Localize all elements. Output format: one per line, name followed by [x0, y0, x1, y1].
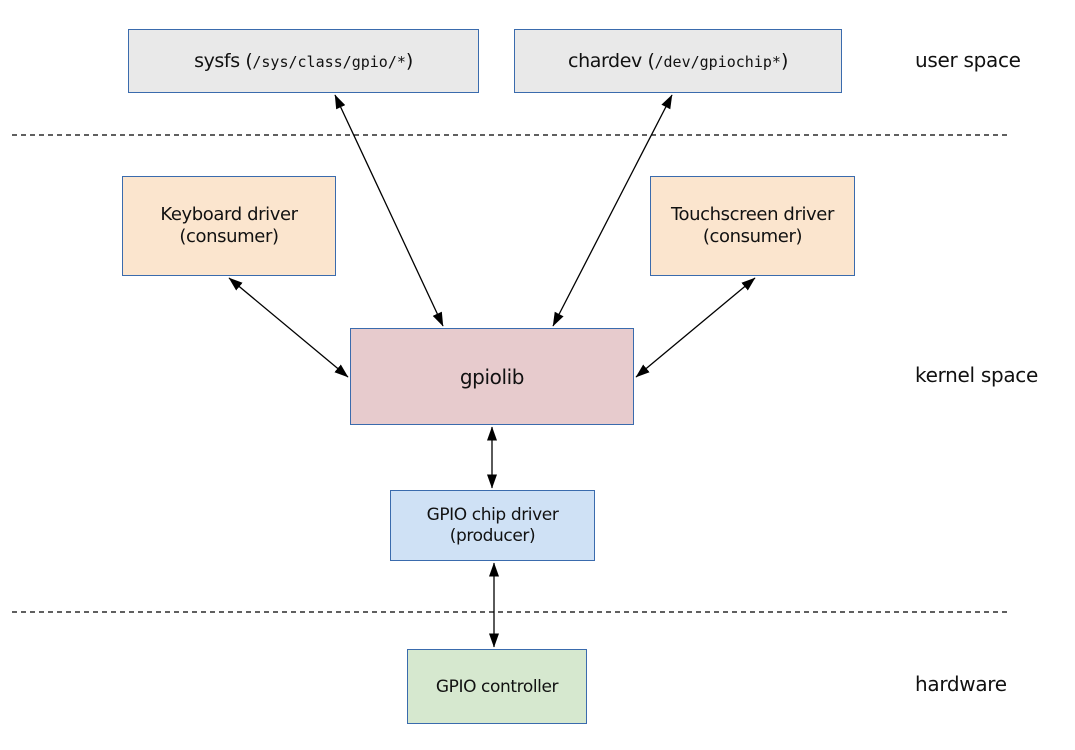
- node-gpio-controller: GPIO controller: [407, 649, 587, 724]
- node-gpiolib-label: gpiolib: [459, 364, 525, 389]
- node-sysfs: sysfs (/sys/class/gpio/*): [128, 29, 479, 93]
- node-keyboard-driver-line1: Keyboard driver: [160, 204, 298, 225]
- arrow-touchscreen-gpiolib: [635, 277, 756, 378]
- zone-label-kernel-space: kernel space: [915, 363, 1039, 387]
- node-chardev: chardev (/dev/gpiochip*): [514, 29, 842, 93]
- node-gpio-chip-driver-line2: (producer): [449, 525, 536, 546]
- zone-label-hardware: hardware: [915, 672, 1007, 696]
- arrow-sysfs-gpiolib: [334, 94, 444, 327]
- node-chardev-label: chardev (/dev/gpiochip*): [568, 49, 788, 72]
- node-touchscreen-driver-line2: (consumer): [702, 226, 803, 247]
- node-keyboard-driver: Keyboard driver (consumer): [122, 176, 336, 276]
- node-touchscreen-driver-line1: Touchscreen driver: [671, 204, 834, 225]
- node-keyboard-driver-line2: (consumer): [179, 226, 279, 247]
- node-touchscreen-driver: Touchscreen driver (consumer): [650, 176, 855, 276]
- node-gpio-chip-driver: GPIO chip driver (producer): [390, 490, 595, 561]
- node-gpio-chip-driver-line1: GPIO chip driver: [426, 504, 559, 525]
- arrow-keyboard-gpiolib: [228, 277, 349, 378]
- zone-label-user-space: user space: [915, 48, 1021, 72]
- node-sysfs-label: sysfs (/sys/class/gpio/*): [194, 49, 413, 72]
- node-gpiolib: gpiolib: [350, 328, 634, 425]
- node-gpio-controller-label: GPIO controller: [435, 676, 559, 697]
